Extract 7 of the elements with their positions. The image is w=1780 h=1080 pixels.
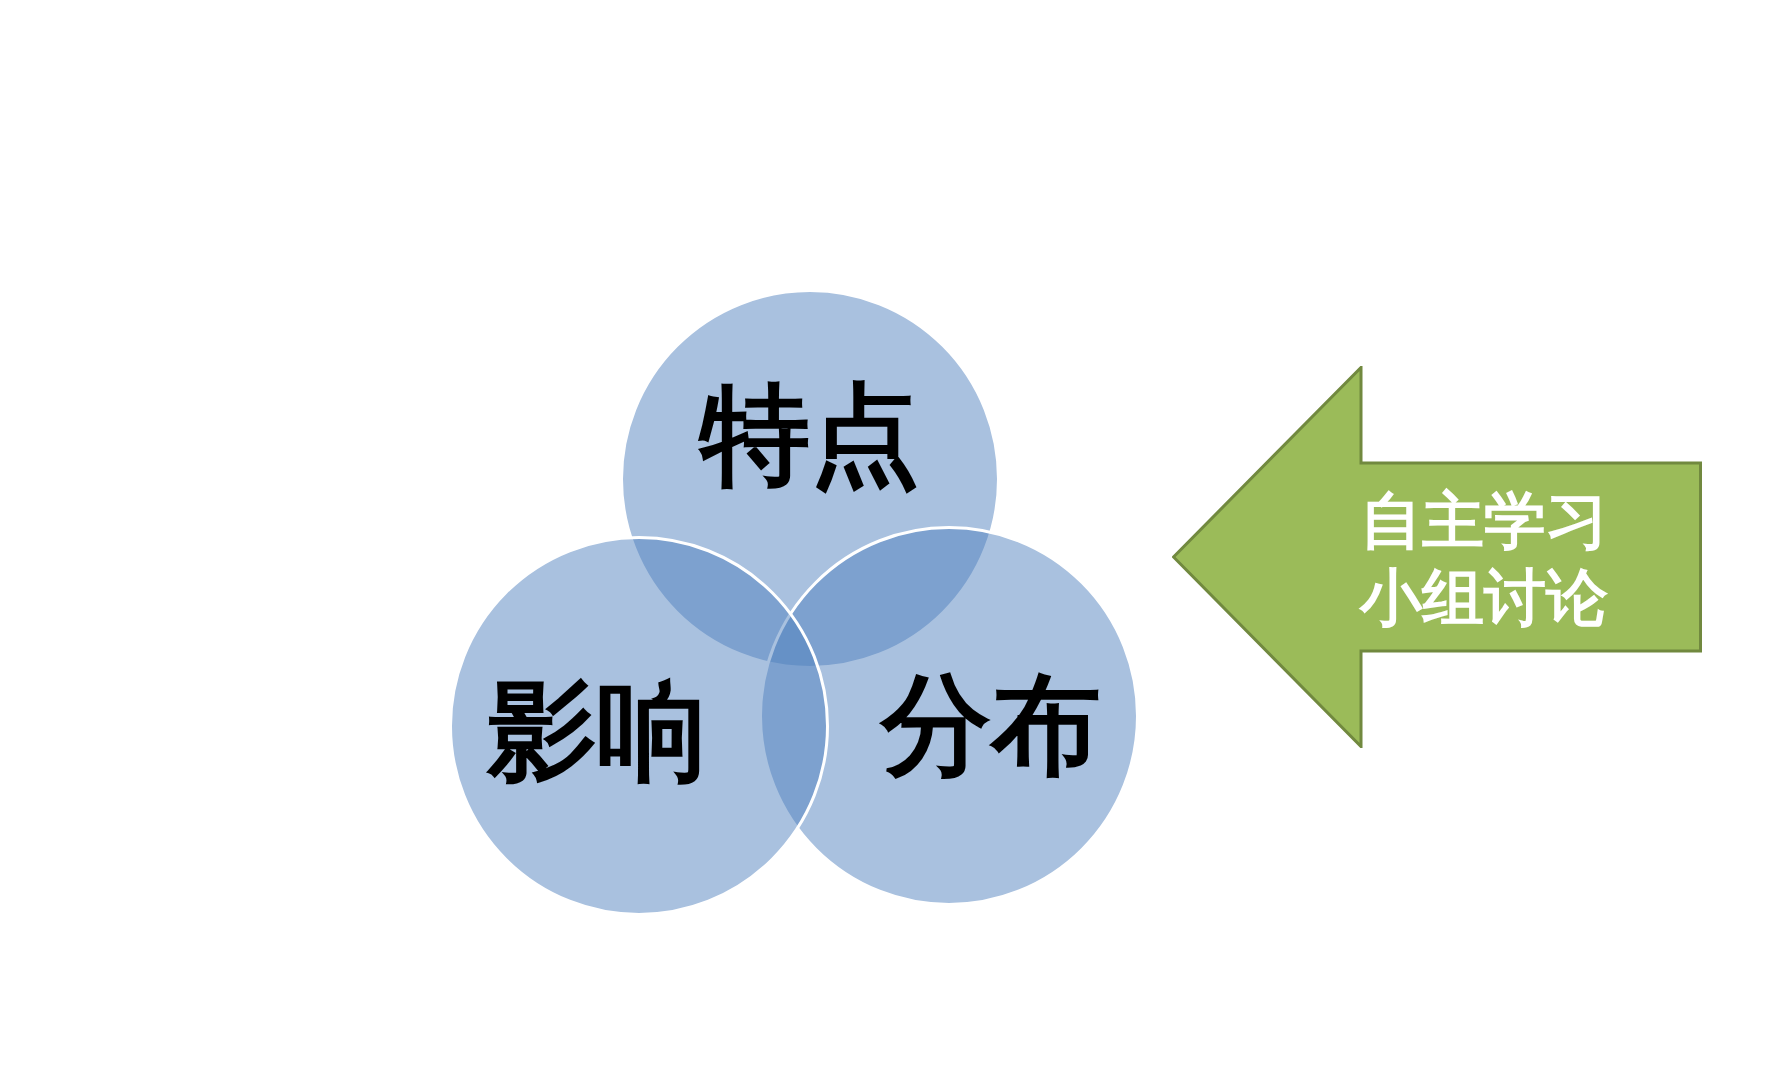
circle-label: 分布 <box>881 663 1101 785</box>
block-arrow <box>1172 366 1702 748</box>
venn-circle <box>449 536 829 916</box>
circle-label: 影响 <box>487 669 707 791</box>
arrow-label: 自主学习 <box>1360 485 1608 557</box>
circle-label: 特点 <box>700 373 920 495</box>
arrow-label: 小组讨论 <box>1360 562 1608 634</box>
